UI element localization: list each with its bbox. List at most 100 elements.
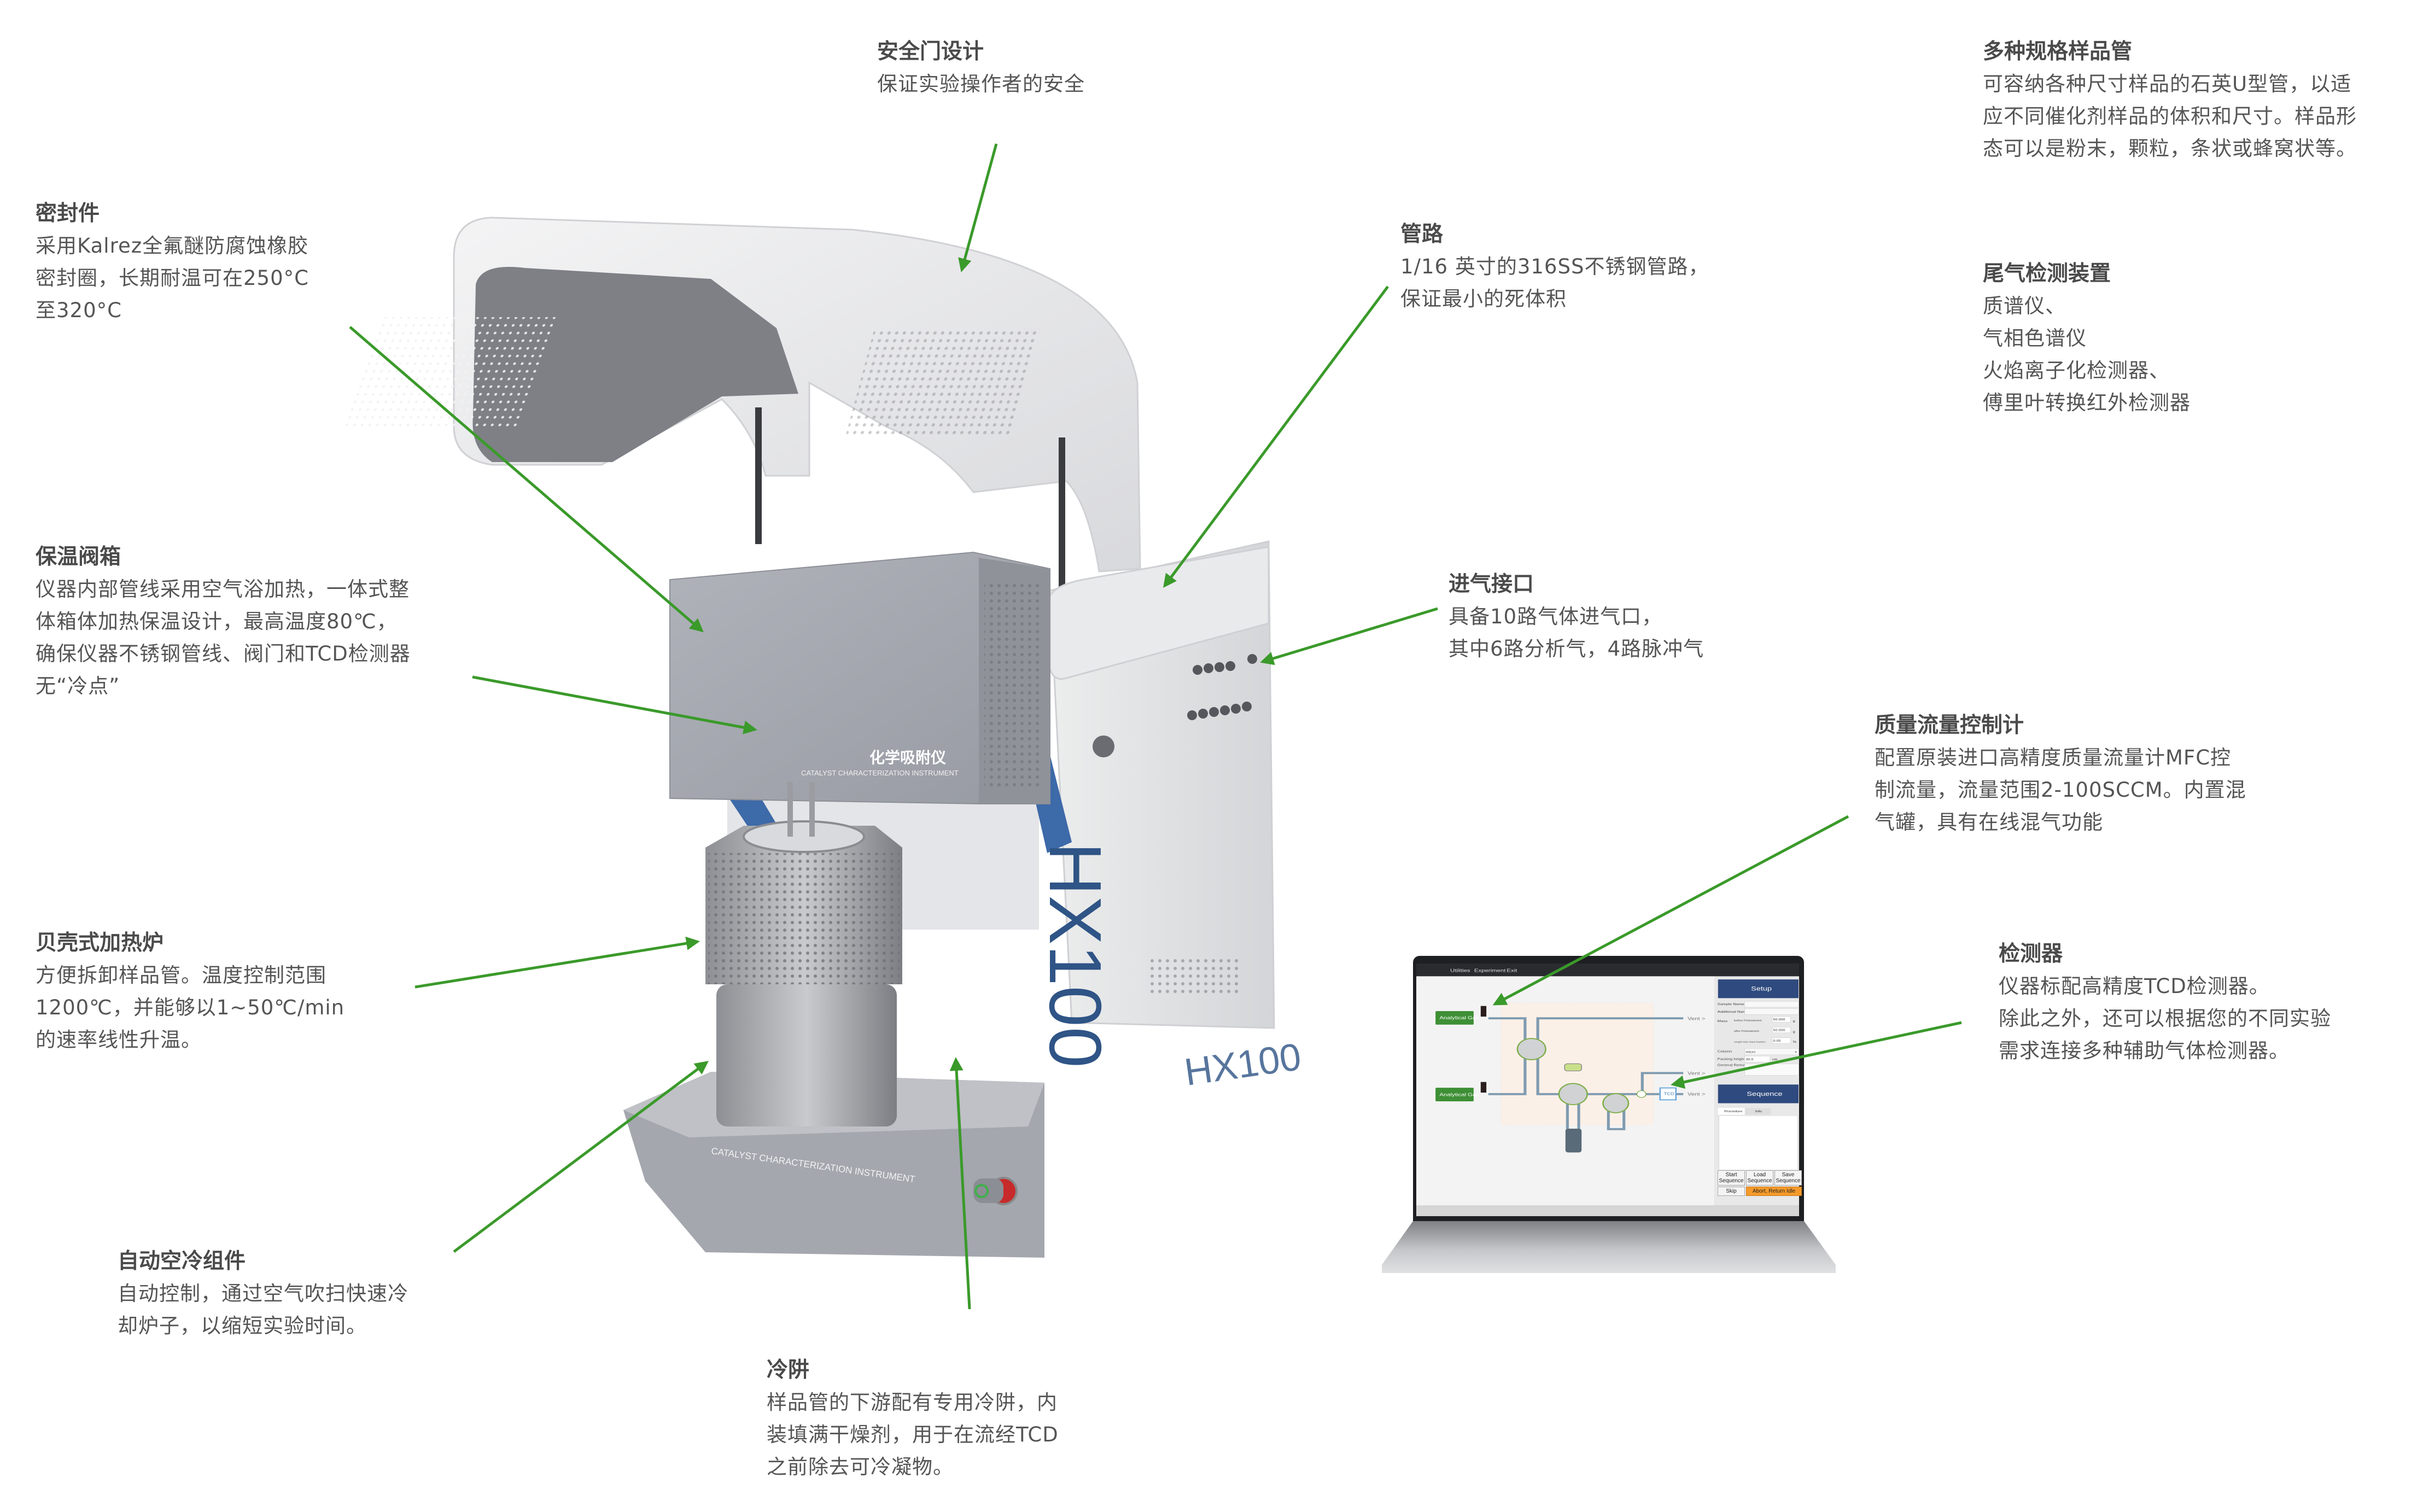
- callout-line: 应不同催化剂样品的体积和尺寸。样品形: [1983, 104, 2357, 128]
- clamshell-furnace: [705, 782, 902, 1126]
- callout-line: 火焰离子化检测器、: [1983, 359, 2170, 382]
- callout-line: 之前除去可冷凝物。: [767, 1455, 954, 1479]
- callout-line: 气相色谱仪: [1983, 326, 2087, 350]
- leader-safety-door: [958, 143, 998, 272]
- callout-title: 管路: [1400, 222, 1444, 247]
- mass-label: Mass: [1718, 1020, 1728, 1023]
- callout-line: 具备10路气体进气口，: [1449, 605, 1663, 628]
- callout-safety-door: 安全门设计 保证实验操作者的安全: [877, 36, 1085, 100]
- callout-line: 质谱仪、: [1983, 294, 2066, 318]
- mass-after-value: 50.000: [1773, 1029, 1785, 1032]
- unit-cm: cm: [1772, 1058, 1778, 1061]
- safety-door-lid: [342, 217, 1141, 591]
- laptop: Utilities Experiment Exit Analytical Gas…: [1382, 951, 1836, 1280]
- callout-line: 除此之外，还可以根据您的不同实验: [1999, 1007, 2331, 1030]
- callout-auto-air-cooling: 自动空冷组件 自动控制，通过空气吹扫快速冷 却炉子，以缩短实验时间。: [118, 1246, 408, 1342]
- callout-line: 自动控制，通过空气吹扫快速冷: [118, 1282, 408, 1305]
- unit-percent: %: [1793, 1041, 1797, 1044]
- callout-line: 样品管的下游配有专用冷阱，内: [767, 1391, 1058, 1414]
- gas-line-2[interactable]: [1435, 1088, 1474, 1101]
- callout-line: 却炉子，以缩短实验时间。: [118, 1314, 367, 1338]
- laptop-keyboard-deck: [1382, 1221, 1836, 1273]
- tab-procedure[interactable]: [1718, 1108, 1745, 1115]
- vent-2: Vent >: [1688, 1071, 1706, 1076]
- weight-loss-input[interactable]: [1772, 1037, 1791, 1044]
- unit-g: g: [1793, 1020, 1796, 1023]
- callout-seal: 密封件 采用Kalrez全氟醚防腐蚀橡胶 密封圈，长期耐温可在250°C 至32…: [36, 198, 309, 326]
- procedure-list[interactable]: [1719, 1116, 1798, 1170]
- menu-exit[interactable]: Exit: [1507, 968, 1517, 973]
- callout-title: 密封件: [36, 201, 100, 226]
- weight-loss-value: 0.00: [1773, 1040, 1781, 1043]
- additional-name-input[interactable]: [1744, 1008, 1799, 1015]
- leader-valve-box: [472, 675, 757, 734]
- mass-after-input[interactable]: [1772, 1027, 1791, 1033]
- menu-utilities[interactable]: Utilities: [1450, 968, 1470, 973]
- callout-title: 检测器: [1999, 942, 2063, 966]
- unit-g-2: g: [1793, 1030, 1796, 1034]
- vent-3: Vent >: [1688, 1092, 1706, 1097]
- packing-height-label: Packing height: [1718, 1058, 1745, 1061]
- callout-title: 进气接口: [1449, 572, 1534, 597]
- before-label: before Pretreatment: [1734, 1019, 1762, 1022]
- tab-info[interactable]: [1744, 1108, 1771, 1115]
- gas-inlet-ports: [1187, 654, 1257, 720]
- heated-valve-box: 化学吸附仪 CATALYST CHARACTERIZATION INSTRUME…: [669, 551, 1050, 804]
- callout-line: 的速率线性升温。: [36, 1028, 202, 1052]
- valve-2[interactable]: [1558, 1083, 1588, 1106]
- callout-line: 保证最小的死体积: [1400, 287, 1567, 311]
- model-label-vertical: HX100: [1034, 842, 1117, 1068]
- save-sequence-button[interactable]: Save Sequence: [1774, 1170, 1802, 1186]
- callout-gas-inlet: 进气接口 具备10路气体进气口， 其中6路分析气，4路脉冲气: [1449, 569, 1704, 665]
- load-sequence-button[interactable]: Load Sequence: [1746, 1170, 1773, 1186]
- callout-sample-tubes: 多种规格样品管 可容纳各种尺寸样品的石英U型管，以适 应不同催化剂样品的体积和尺…: [1983, 36, 2357, 165]
- mass-before-value: 50.000: [1773, 1018, 1785, 1021]
- callout-line: 装填满干燥剂，用于在流经TCD: [767, 1423, 1059, 1446]
- callout-line: 仪器标配高精度TCD检测器。: [1999, 974, 2270, 998]
- leader-mfc: [1492, 815, 1849, 1006]
- packing-height-input[interactable]: [1744, 1056, 1771, 1063]
- callout-title: 安全门设计: [877, 39, 984, 64]
- callout-line: 仪器内部管线采用空气浴加热，一体式整: [36, 577, 410, 601]
- skip-button[interactable]: Skip: [1718, 1187, 1745, 1196]
- callout-title: 多种规格样品管: [1983, 39, 2133, 64]
- after-label: after Pretreatment: [1734, 1030, 1759, 1033]
- valve-1[interactable]: [1516, 1038, 1546, 1060]
- callout-line: 其中6路分析气，4路脉冲气: [1449, 637, 1704, 661]
- valve-3[interactable]: [1602, 1093, 1630, 1113]
- sequence-header[interactable]: [1718, 1084, 1799, 1104]
- callout-line: 配置原装进口高精度质量流量计MFC控: [1875, 746, 2232, 769]
- abort-button[interactable]: Abort, Return Idle: [1746, 1187, 1802, 1196]
- machine-label-cn: 化学吸附仪: [869, 749, 947, 767]
- sequence-label: Sequence: [1747, 1090, 1782, 1097]
- gas-line-1[interactable]: [1435, 1011, 1474, 1025]
- callout-line: 保证实验操作者的安全: [877, 72, 1085, 96]
- callout-title: 保温阀箱: [36, 545, 121, 569]
- callout-title: 尾气检测装置: [1983, 261, 2111, 286]
- leader-air-cooling: [453, 1061, 709, 1253]
- machine-label-en: CATALYST CHARACTERIZATION INSTRUMENT: [801, 769, 959, 777]
- callout-title: 质量流量控制计: [1875, 713, 2024, 738]
- callout-line: 傅里叶转换红外检测器: [1983, 391, 2191, 415]
- callout-line: 方便拆卸样品管。温度控制范围: [36, 964, 326, 987]
- setup-header[interactable]: [1718, 979, 1799, 999]
- tab-info-label: Info: [1755, 1110, 1762, 1113]
- menu-experiment[interactable]: Experiment: [1474, 968, 1506, 973]
- mass-before-input[interactable]: [1772, 1016, 1791, 1023]
- callout-line: 气罐，具有在线混气功能: [1875, 810, 2103, 834]
- callout-line: 态可以是粉末，颗粒，条状或蜂窝状等。: [1983, 137, 2357, 160]
- software-screen: Utilities Experiment Exit Analytical Gas…: [1416, 964, 1799, 1216]
- leader-gas-inlet: [1260, 607, 1438, 665]
- callout-heated-valve-box: 保温阀箱 仪器内部管线采用空气浴加热，一体式整 体箱体加热保温设计，最高温度80…: [36, 541, 411, 702]
- column-select[interactable]: [1744, 1048, 1799, 1055]
- callout-cold-trap: 冷阱 样品管的下游配有专用冷阱，内 装填满干燥剂，用于在流经TCD 之前除去可冷…: [767, 1355, 1059, 1483]
- callout-line: 1/16 英寸的316SS不锈钢管路，: [1400, 255, 1709, 278]
- callout-line: 可容纳各种尺寸样品的石英U型管，以适: [1983, 72, 2352, 96]
- start-sequence-button[interactable]: Start Sequence: [1718, 1170, 1745, 1186]
- callout-line: 至320°C: [36, 299, 122, 322]
- callout-line: 需求连接多种辅助气体检测器。: [1999, 1039, 2290, 1063]
- callout-detector: 检测器 仪器标配高精度TCD检测器。 除此之外，还可以根据您的不同实验 需求连接…: [1999, 938, 2331, 1067]
- sample-name-input[interactable]: [1744, 1001, 1799, 1008]
- callout-line: 体箱体加热保温设计，最高温度80℃，: [36, 610, 398, 633]
